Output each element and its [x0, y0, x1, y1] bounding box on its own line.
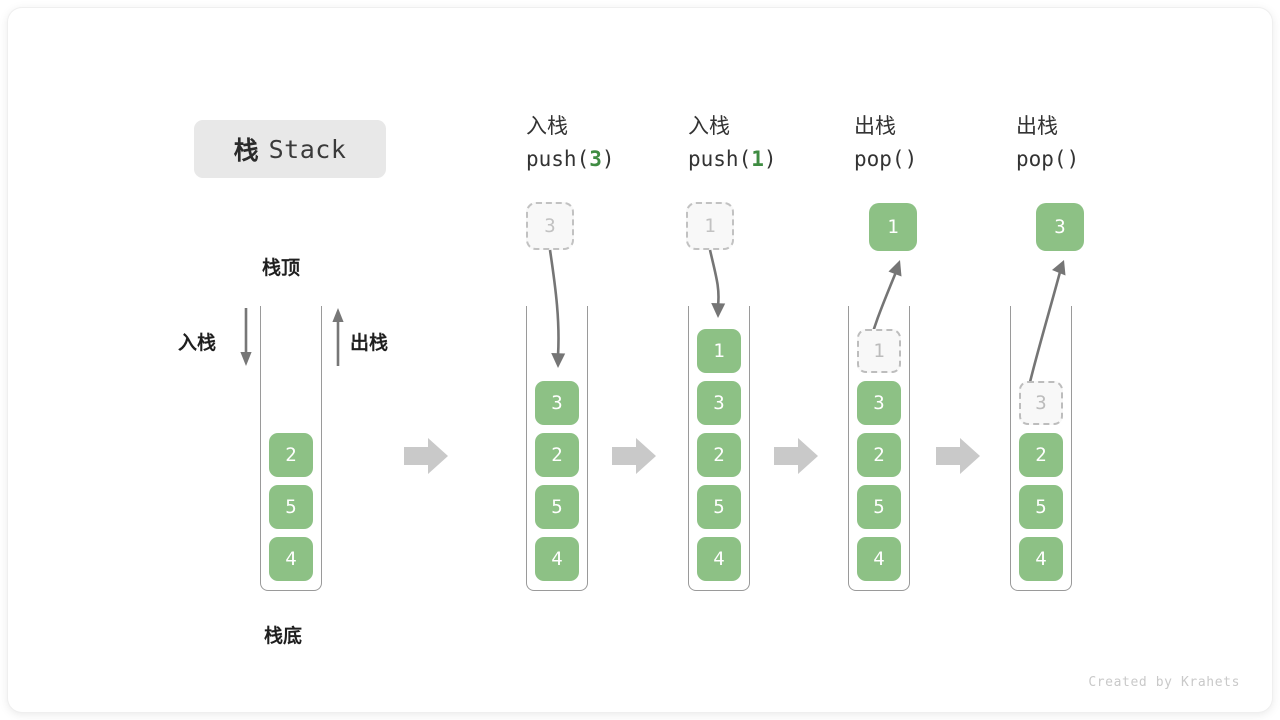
- push-motion-arrow-icon: [548, 249, 566, 368]
- push-direction-label: 入栈: [178, 333, 217, 354]
- stack-cell: 1: [697, 329, 741, 373]
- stack-container: [526, 306, 588, 591]
- push-direction-arrow-icon: [240, 308, 252, 366]
- popped-element-3: 3: [1036, 203, 1084, 251]
- stack-cell: 4: [535, 537, 579, 581]
- step-op-code: pop(): [854, 144, 917, 174]
- step-arrow-icon: [612, 438, 656, 474]
- stack-cell: 4: [269, 537, 313, 581]
- op-code-suffix: ): [1066, 147, 1080, 171]
- stack-cell: 4: [857, 537, 901, 581]
- step-arrow-icon: [936, 438, 980, 474]
- stack-container: [260, 306, 322, 591]
- op-code-prefix: push(: [526, 147, 590, 171]
- stack-container: [688, 306, 750, 591]
- op-code-arg: 1: [751, 147, 764, 171]
- step-op-code: pop(): [1016, 144, 1079, 174]
- step-op-code: push(3): [526, 144, 615, 174]
- pop-direction-label: 出栈: [350, 333, 389, 354]
- stack-bottom-label: 栈底: [264, 626, 303, 647]
- stack-cell: 3: [535, 381, 579, 425]
- stack-cell: 5: [857, 485, 901, 529]
- step-header-push-3: 入栈 push(3): [526, 114, 615, 174]
- incoming-element-push-3: 3: [526, 202, 574, 250]
- stack-column-push-3: 3 2 5 4: [526, 306, 588, 591]
- incoming-element-push-1: 1: [686, 202, 734, 250]
- op-code-prefix: pop(: [1016, 147, 1067, 171]
- stack-cell-ghost: 1: [857, 329, 901, 373]
- step-header-pop-1: 出栈 pop(): [854, 114, 917, 174]
- stack-column-pop-1: 1 3 2 5 4: [848, 306, 910, 591]
- stack-cell: 2: [697, 433, 741, 477]
- op-code-suffix: ): [763, 147, 777, 171]
- popped-element-1: 1: [869, 203, 917, 251]
- stack-cell: 5: [697, 485, 741, 529]
- stack-cell: 5: [535, 485, 579, 529]
- stack-cell: 2: [1019, 433, 1063, 477]
- op-code-suffix: ): [904, 147, 918, 171]
- stack-container: [1010, 306, 1072, 591]
- stack-top-label: 栈顶: [262, 258, 301, 279]
- push-motion-arrow-icon: [708, 249, 726, 318]
- stack-cell: 4: [697, 537, 741, 581]
- stack-cell: 2: [857, 433, 901, 477]
- step-header-push-1: 入栈 push(1): [688, 114, 777, 174]
- pop-direction-arrow-icon: [332, 308, 344, 366]
- step-header-pop-3: 出栈 pop(): [1016, 114, 1079, 174]
- stack-container: [848, 306, 910, 591]
- step-arrow-icon: [774, 438, 818, 474]
- stack-cell-ghost: 3: [1019, 381, 1063, 425]
- stack-cell: 4: [1019, 537, 1063, 581]
- stack-cell: 3: [857, 381, 901, 425]
- op-code-arg: 3: [589, 147, 602, 171]
- stack-column-initial: 2 5 4: [260, 306, 322, 591]
- title-english: Stack: [268, 134, 347, 164]
- step-op-label: 出栈: [854, 115, 896, 138]
- step-op-label: 入栈: [688, 115, 730, 138]
- footer-credit: Created by Krahets: [1088, 675, 1240, 690]
- step-arrow-icon: [404, 438, 448, 474]
- stack-cell: 5: [269, 485, 313, 529]
- op-code-prefix: push(: [688, 147, 752, 171]
- step-op-code: push(1): [688, 144, 777, 174]
- step-op-label: 出栈: [1016, 115, 1058, 138]
- stack-cell: 5: [1019, 485, 1063, 529]
- title-chinese: 栈: [233, 137, 259, 165]
- diagram-title-badge: 栈 Stack: [194, 120, 386, 178]
- diagram-card: 栈 Stack 栈顶 栈底 入栈 出栈 2 5 4: [8, 8, 1272, 712]
- stack-column-pop-3: 3 2 5 4: [1010, 306, 1072, 591]
- op-code-suffix: ): [601, 147, 615, 171]
- stack-cell: 2: [535, 433, 579, 477]
- stack-cell: 2: [269, 433, 313, 477]
- stack-column-push-1: 1 3 2 5 4: [688, 306, 750, 591]
- step-op-label: 入栈: [526, 115, 568, 138]
- op-code-prefix: pop(: [854, 147, 905, 171]
- stack-cell: 3: [697, 381, 741, 425]
